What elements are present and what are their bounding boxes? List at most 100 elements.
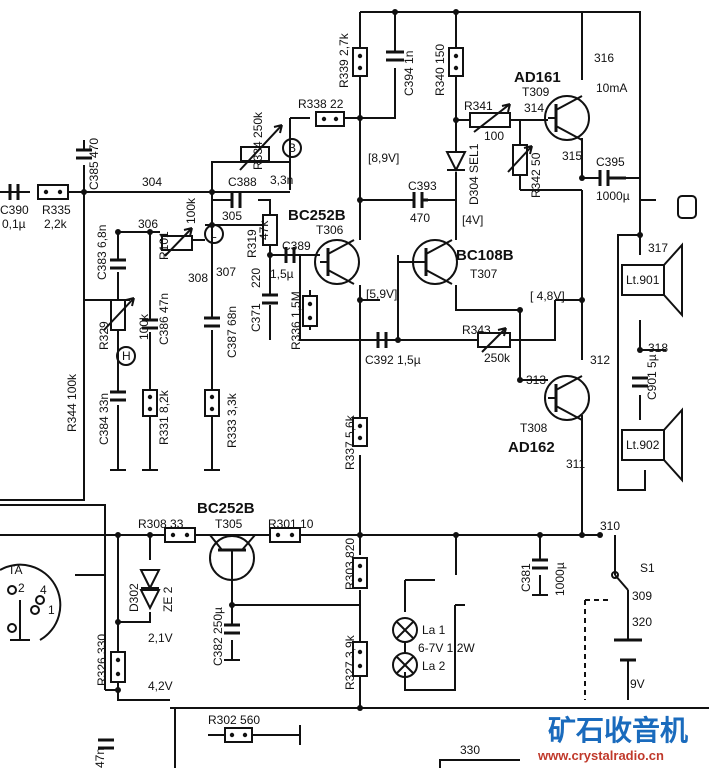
c371-plates — [262, 293, 278, 305]
c389-value: 1,5µ — [270, 267, 294, 281]
d302-symbol — [139, 569, 161, 611]
diodes — [139, 151, 467, 611]
r302-label: R302 560 — [208, 713, 260, 727]
ground-ticks — [10, 11, 590, 661]
r339-body — [352, 47, 368, 77]
r331-label: R331 8,2k — [157, 389, 171, 445]
r319-ref: R319 — [245, 229, 259, 258]
node-310: 310 — [600, 519, 620, 533]
node-318: 318 — [648, 341, 668, 355]
r343-ref: R343 — [462, 323, 491, 337]
r335-value: 2,2k — [44, 217, 68, 231]
c395-value: 1000µ — [596, 189, 630, 203]
r341-value: 100 — [484, 129, 504, 143]
pot-markers — [116, 138, 302, 366]
capacitors — [8, 50, 648, 750]
r344-label: R344 100k — [65, 373, 79, 432]
headphone-jack — [677, 195, 697, 219]
c381-value: 1000µ — [553, 562, 567, 596]
c387-plates — [204, 316, 220, 328]
t306-ref: T306 — [316, 223, 344, 237]
lt901-box — [621, 264, 665, 296]
c395-ref: C395 — [596, 155, 625, 169]
r336-label: R336 1,5M — [289, 291, 303, 350]
r342-label: R342 50 — [529, 152, 543, 198]
r101-ref: R101 — [157, 231, 171, 260]
c388-ref: C388 — [228, 175, 257, 189]
node-315: 315 — [562, 149, 582, 163]
r333-label: R333 3,3k — [225, 392, 239, 448]
c393-value: 470 — [410, 211, 430, 225]
r303-body — [352, 557, 368, 589]
resistor-pin-dots — [43, 53, 459, 738]
lamp-spec: 6-7V 1,2W — [418, 641, 475, 655]
c371-ref: C371 — [249, 303, 263, 332]
watermark-title: 矿石收音机 — [548, 714, 688, 746]
node-305: 305 — [222, 209, 242, 223]
c390-value: 0,1µ — [2, 217, 26, 231]
c389-ref: C389 — [282, 239, 311, 253]
t309-current: 10mA — [596, 81, 627, 95]
t309-body — [544, 95, 590, 141]
r308-body — [164, 527, 196, 543]
t305-type: BC252B — [197, 500, 255, 517]
c382-label: C382 250µ — [211, 607, 225, 666]
s1-label: S1 — [640, 561, 655, 575]
c393-ref: C393 — [408, 179, 437, 193]
r335-body — [37, 184, 69, 200]
lt902-label: Lt.902 — [626, 438, 660, 452]
r341-ref: R341 — [464, 99, 493, 113]
c390-ref: C390 — [0, 203, 29, 217]
r329-ref: R329 — [97, 321, 111, 350]
r340-label: R340 150 — [433, 44, 447, 96]
node-330: 330 — [460, 743, 480, 757]
c388-value: 3,3n — [270, 173, 293, 187]
c395-plates — [598, 170, 626, 186]
r338-body — [315, 111, 345, 127]
r329-value: 100k — [137, 313, 151, 340]
t308-body — [544, 375, 590, 421]
lt901-label: Lt.901 — [626, 273, 660, 287]
la1-label: La 1 — [422, 623, 446, 637]
pot-arrows — [103, 103, 533, 353]
c385-plates — [76, 148, 92, 160]
t306-body — [314, 239, 360, 285]
t306-type: BC252B — [288, 207, 346, 224]
t309-ref: T309 — [522, 85, 550, 99]
node-317: 317 — [648, 241, 668, 255]
ta-connector — [0, 563, 62, 641]
voltage-4-2v: 4,2V — [148, 679, 173, 693]
r337-label: R337 5,6k — [343, 414, 357, 470]
node-312: 312 — [590, 353, 610, 367]
r336-body — [302, 295, 318, 327]
d302-value: ZE 2 — [161, 586, 175, 612]
r337-body — [352, 417, 368, 447]
t309-type: AD161 — [514, 69, 561, 86]
node-307: 307 — [216, 265, 236, 279]
c382-plates — [224, 623, 240, 635]
t305-ref: T305 — [215, 517, 243, 531]
la2-label: La 2 — [422, 659, 446, 673]
d302-ref: D302 — [127, 583, 141, 612]
voltage-2-1v: 2,1V — [148, 631, 173, 645]
c-bottom-value: 47n — [93, 748, 107, 768]
c381-ref: C381 — [519, 563, 533, 592]
d304-label: D304 SEL1 — [467, 143, 481, 205]
node-314: 314 — [524, 101, 544, 115]
c386-plates — [142, 318, 158, 330]
c392-plates — [376, 332, 388, 348]
c901-plates — [632, 376, 648, 388]
ta-pin-2: 2 — [18, 581, 25, 595]
r339-label: R339 2,7k — [337, 32, 351, 88]
ta-pin-1: 1 — [48, 603, 55, 617]
c383-plates — [110, 258, 126, 270]
c381-plates — [532, 558, 548, 570]
r326-body — [110, 651, 126, 683]
c393-plates — [412, 192, 428, 208]
wiring — [0, 11, 709, 768]
r340-body — [448, 47, 464, 77]
pot-marker-h: H — [122, 349, 131, 363]
r335-ref: R335 — [42, 203, 71, 217]
speakers — [621, 195, 697, 483]
